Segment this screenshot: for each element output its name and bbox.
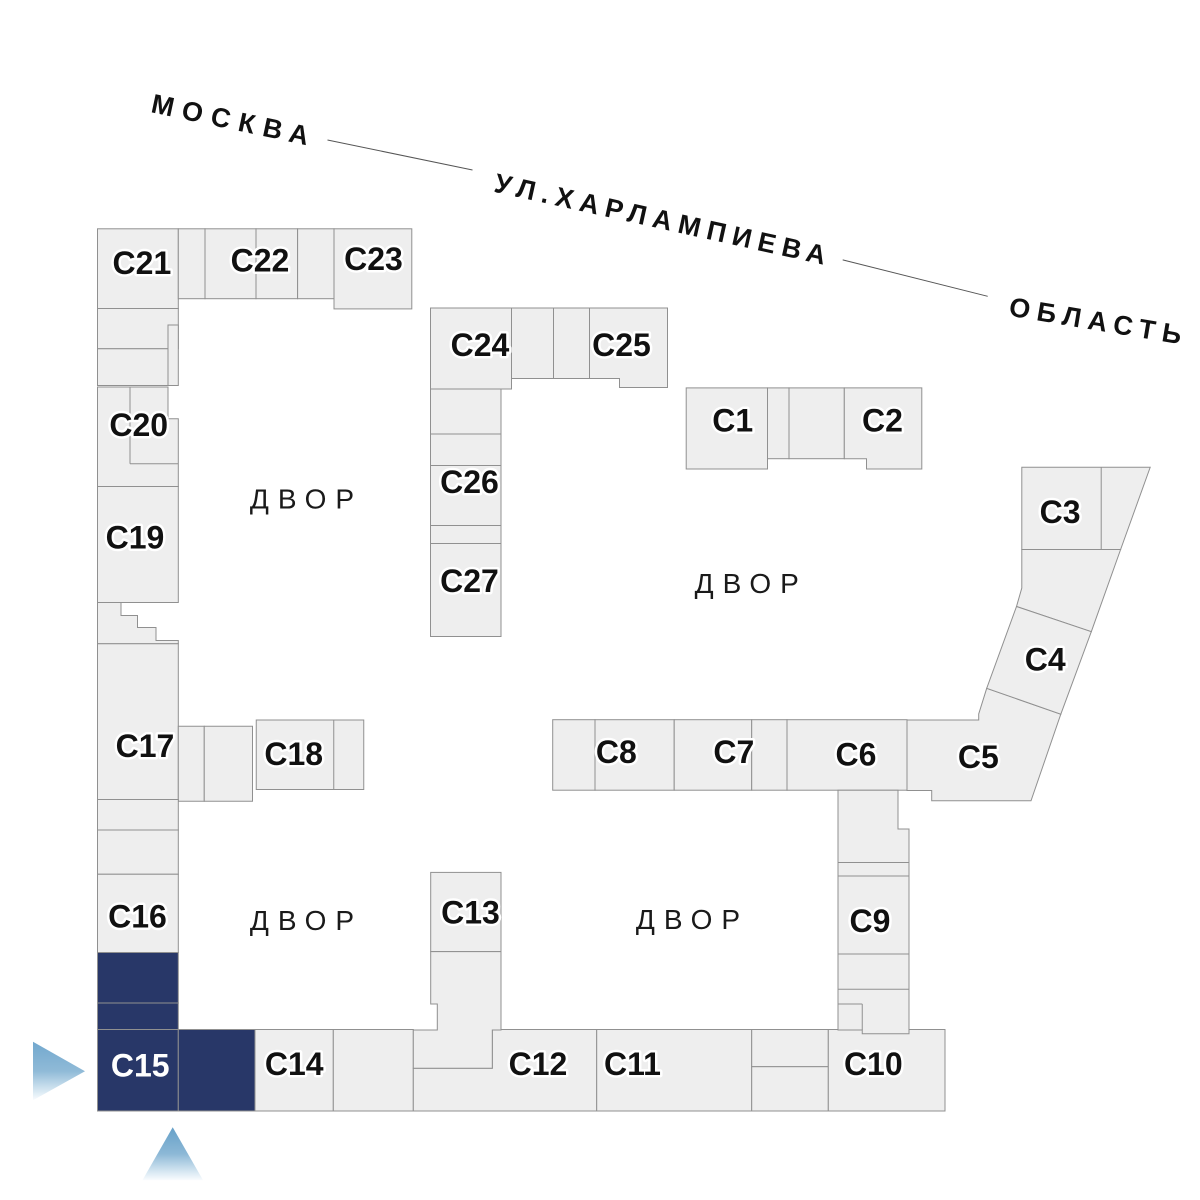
svg-text:С11: С11: [604, 1046, 661, 1082]
svg-text:С26: С26: [440, 464, 499, 500]
svg-text:С5: С5: [958, 739, 999, 775]
svg-text:ДВОР: ДВОР: [695, 568, 808, 599]
svg-text:С15: С15: [111, 1048, 170, 1084]
svg-text:ДВОР: ДВОР: [250, 905, 363, 936]
svg-text:С6: С6: [836, 737, 877, 773]
svg-text:С18: С18: [264, 736, 323, 772]
svg-text:С10: С10: [844, 1046, 903, 1082]
svg-text:С19: С19: [106, 520, 165, 556]
svg-text:С27: С27: [440, 563, 499, 599]
svg-text:С2: С2: [862, 403, 903, 439]
svg-text:С3: С3: [1040, 494, 1081, 530]
svg-text:С25: С25: [592, 327, 651, 363]
svg-text:С1: С1: [712, 403, 753, 439]
svg-text:С21: С21: [113, 245, 172, 281]
svg-text:С22: С22: [231, 243, 290, 279]
svg-text:С8: С8: [596, 734, 637, 770]
svg-text:С12: С12: [509, 1046, 568, 1082]
svg-text:С16: С16: [108, 898, 167, 934]
svg-text:С17: С17: [116, 728, 175, 764]
svg-text:УЛ.ХАРЛАМПИЕВА: УЛ.ХАРЛАМПИЕВА: [492, 168, 836, 272]
svg-text:С13: С13: [441, 895, 500, 931]
svg-text:С23: С23: [344, 241, 403, 277]
svg-text:С20: С20: [109, 407, 168, 443]
svg-text:С4: С4: [1025, 642, 1066, 678]
svg-text:С14: С14: [265, 1046, 324, 1082]
svg-text:С7: С7: [713, 734, 754, 770]
svg-text:ДВОР: ДВОР: [636, 904, 749, 935]
svg-text:С9: С9: [850, 903, 891, 939]
svg-text:ОБЛАСТЬ: ОБЛАСТЬ: [1007, 292, 1191, 352]
svg-text:С24: С24: [451, 327, 510, 363]
svg-text:МОСКВА: МОСКВА: [149, 89, 320, 153]
svg-text:ДВОР: ДВОР: [250, 483, 363, 514]
